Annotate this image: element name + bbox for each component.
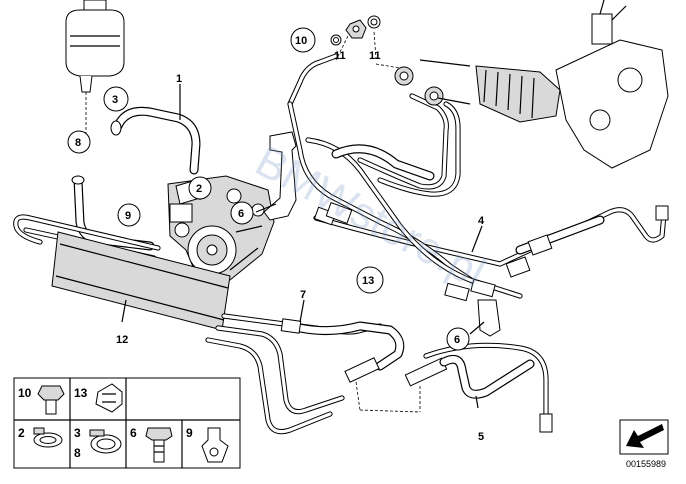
leader-lines	[121, 84, 485, 409]
return-hose-8	[71, 175, 155, 251]
callout-12: 12	[116, 334, 128, 346]
callout-3: 3	[103, 86, 129, 112]
rack-feed-lines	[287, 53, 523, 337]
pressure-line-4	[313, 205, 669, 278]
mounting-bracket	[263, 131, 297, 221]
legend-item-6: 6	[130, 426, 173, 463]
svg-text:8: 8	[75, 137, 81, 149]
callout-1: 1	[176, 73, 182, 85]
callout-5: 5	[478, 431, 484, 443]
legend-item-13: 13	[74, 383, 123, 413]
svg-text:1: 1	[176, 73, 182, 85]
svg-text:11: 11	[369, 50, 381, 62]
legend-item-2: 2	[18, 426, 63, 448]
svg-text:9: 9	[125, 210, 131, 222]
callout-13: 13	[356, 266, 384, 294]
svg-text:4: 4	[478, 215, 485, 227]
svg-text:6: 6	[238, 208, 244, 220]
legend-item-10: 10	[18, 385, 65, 415]
callout-6-bracket: 6	[446, 327, 470, 351]
callout-6-pump: 6	[230, 201, 254, 225]
callout-2: 2	[188, 176, 212, 200]
fluid-reservoir	[65, 0, 125, 150]
pressure-hose-5	[404, 342, 553, 433]
svg-text:3: 3	[74, 426, 81, 440]
svg-text:13: 13	[74, 386, 88, 400]
cooling-coil-12	[13, 214, 383, 435]
direction-arrow-icon	[619, 419, 669, 455]
svg-text:10: 10	[295, 35, 307, 47]
diagram-id: 00155989	[626, 459, 666, 469]
svg-text:3: 3	[112, 94, 118, 106]
svg-text:10: 10	[18, 386, 32, 400]
callout-9: 9	[117, 203, 141, 227]
svg-text:2: 2	[196, 183, 202, 195]
return-hose-7	[280, 318, 421, 413]
svg-text:2: 2	[18, 426, 25, 440]
callout-11-right: 11	[369, 50, 381, 62]
callout-8: 8	[67, 130, 91, 154]
callout-10: 10	[290, 27, 316, 53]
steering-pump	[167, 175, 275, 281]
svg-text:5: 5	[478, 431, 484, 443]
suction-hose-1	[110, 106, 201, 175]
svg-text:8: 8	[74, 446, 81, 460]
svg-text:12: 12	[116, 334, 128, 346]
small-parts-legend: 10 13 2 3 8 6 9	[13, 377, 241, 469]
steering-rack	[419, 0, 669, 169]
legend-item-3-8: 3 8	[74, 426, 122, 460]
banjo-fittings	[335, 31, 444, 106]
callout-4: 4	[478, 215, 485, 227]
callout-11-left: 11	[334, 50, 346, 62]
svg-text:9: 9	[186, 426, 193, 440]
svg-text:6: 6	[130, 426, 137, 440]
seal-rings	[330, 15, 381, 46]
svg-text:11: 11	[334, 50, 346, 62]
svg-text:6: 6	[454, 334, 460, 346]
legend-item-9: 9	[186, 426, 229, 463]
svg-text:7: 7	[300, 289, 306, 301]
callout-7: 7	[300, 289, 306, 301]
svg-text:13: 13	[362, 275, 374, 287]
